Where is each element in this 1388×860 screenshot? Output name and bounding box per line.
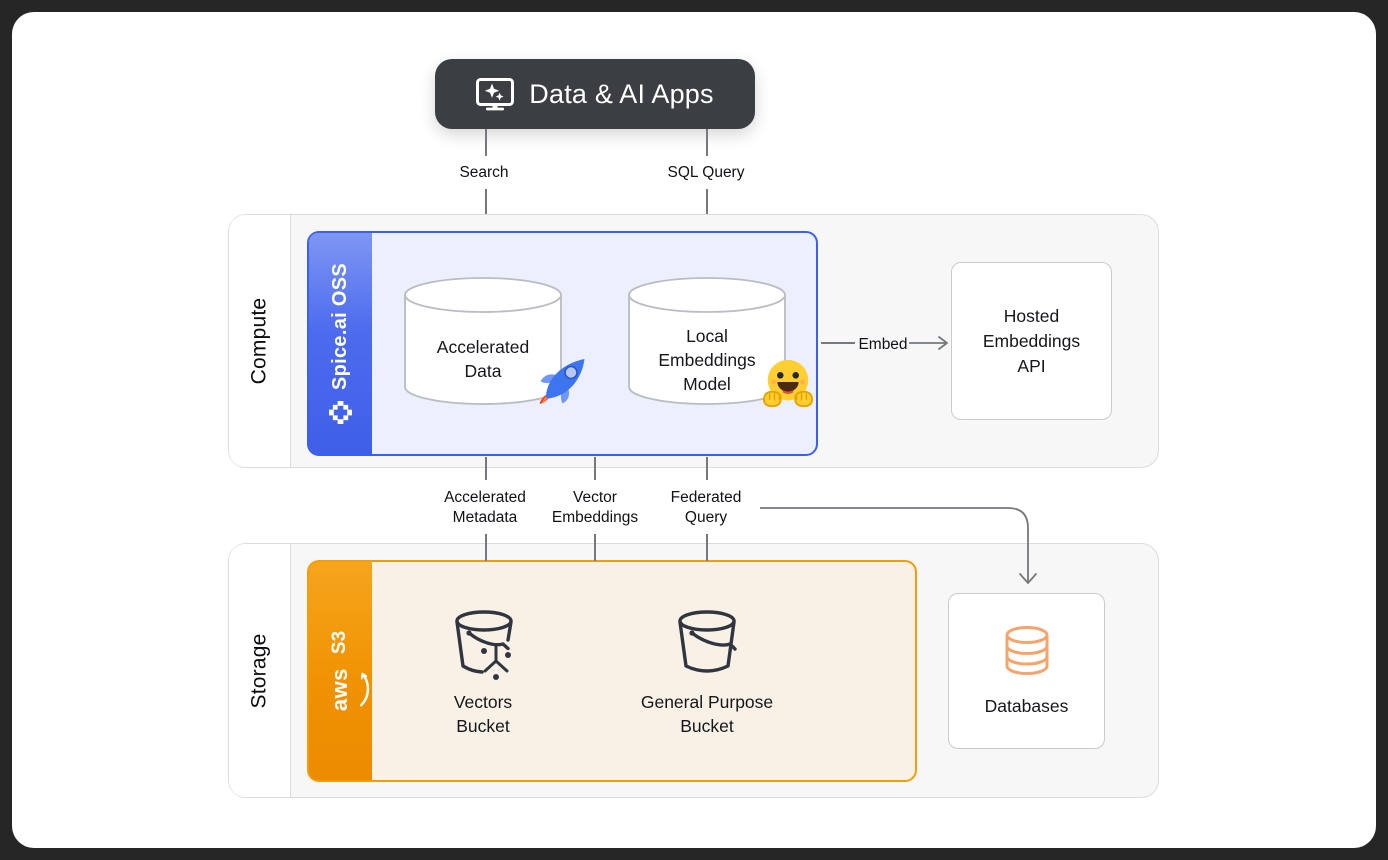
accelerated-data-cylinder (403, 275, 563, 411)
amazon-smile-icon (353, 672, 379, 708)
storage-section-label: Storage (247, 633, 271, 708)
search-edge-label: Search (459, 164, 509, 181)
vector-embeddings-line-top (594, 457, 596, 480)
compute-section-label: Compute (247, 297, 271, 385)
s3-product-label: S3 (329, 630, 351, 655)
vector-embeddings-label: Vector Embeddings (551, 489, 639, 526)
embed-arrow (909, 335, 951, 356)
sql-query-edge-label: SQL Query (667, 164, 745, 181)
federated-query-label: Federated Query (670, 489, 742, 526)
database-cylinder-icon (1000, 624, 1054, 678)
accelerated-metadata-label: Accelerated Metadata (444, 489, 526, 526)
aws-s3-box: aws S3 (307, 560, 917, 782)
hugging-face-emoji (761, 356, 815, 415)
accelerated-metadata-line-top (485, 457, 487, 480)
local-embeddings-cylinder (627, 275, 787, 411)
sql-query-edge-line-top (706, 129, 708, 156)
search-edge-line-top (485, 129, 487, 156)
spice-ai-oss-sidebar: Spice.ai OSS (309, 233, 372, 454)
federated-query-to-databases-arrow (760, 498, 1050, 599)
federated-query-line-top (706, 457, 708, 480)
spice-gear-icon (329, 401, 352, 424)
embed-edge-label: Embed (858, 336, 908, 353)
hosted-embeddings-api-label: Hosted Embeddings API (982, 305, 1081, 376)
federated-query-line-bottom (706, 534, 708, 561)
vectors-bucket-label: Vectors Bucket (453, 692, 513, 736)
local-embeddings-model-label: Local Embeddings Model (658, 326, 756, 394)
data-ai-apps-node: Data & AI Apps (435, 59, 755, 129)
aws-brand-label: aws (328, 668, 370, 711)
embed-edge-line (821, 342, 855, 344)
spice-ai-oss-label: Spice.ai OSS (329, 263, 351, 390)
spice-ai-oss-box: Spice.ai OSS (307, 231, 818, 456)
hosted-embeddings-api-node: Hosted Embeddings API (951, 262, 1112, 420)
general-purpose-bucket-label: General Purpose Bucket (640, 692, 774, 736)
accelerated-data-label: Accelerated Data (436, 337, 530, 381)
bucket-icon (667, 606, 747, 691)
data-ai-apps-label: Data & AI Apps (529, 78, 714, 109)
storage-label-column: Storage (229, 544, 291, 797)
monitor-sparkle-icon (476, 77, 515, 111)
sql-query-edge-line-bottom (706, 189, 708, 231)
vector-embeddings-line-bottom (594, 534, 596, 561)
rocket-emoji (538, 353, 590, 410)
accelerated-metadata-line-bottom (485, 534, 487, 561)
databases-node: Databases (948, 593, 1105, 749)
bucket-vectors-icon (444, 606, 524, 691)
aws-s3-sidebar: aws S3 (309, 562, 372, 780)
search-edge-line-bottom (485, 189, 487, 231)
databases-label: Databases (984, 695, 1069, 716)
compute-label-column: Compute (229, 215, 291, 467)
